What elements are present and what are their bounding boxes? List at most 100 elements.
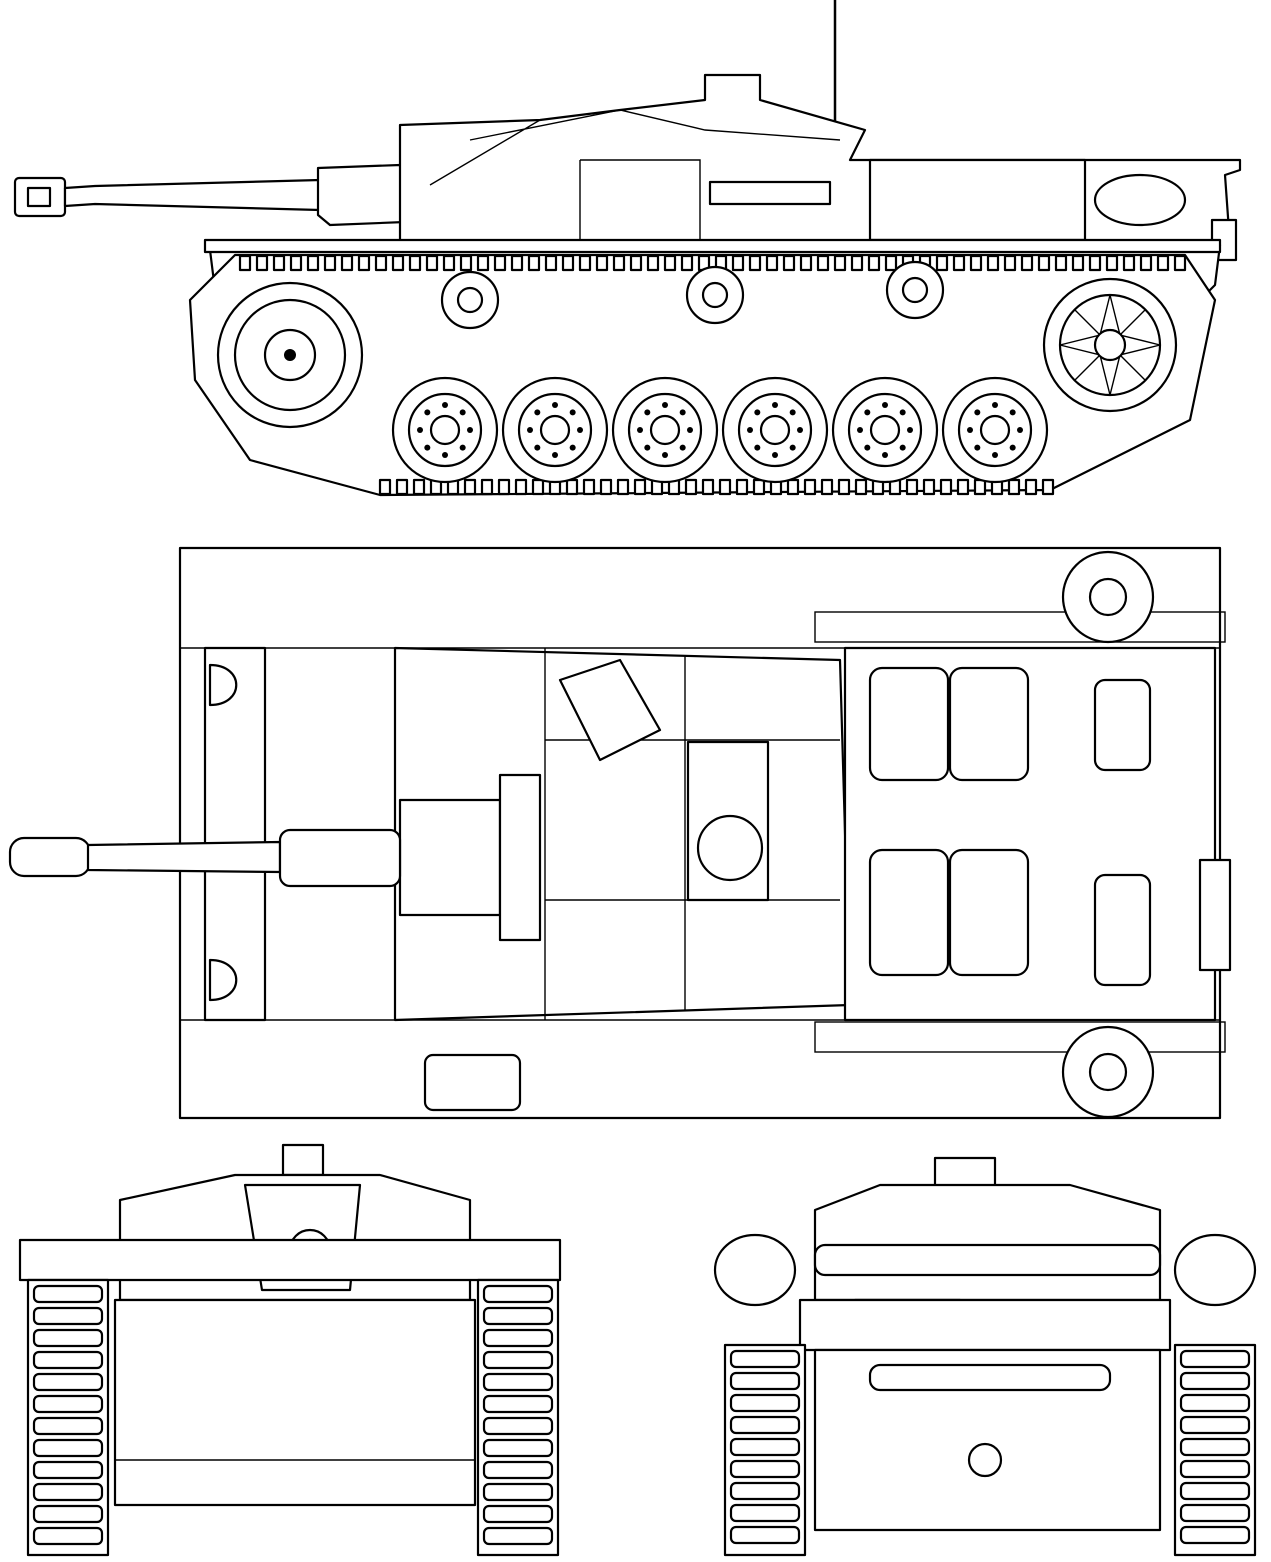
track-link [582,478,596,496]
wheel-bolt [992,452,998,458]
wheel-bolt [974,444,981,451]
track-link [482,1394,554,1414]
track-link [510,254,524,272]
track-link [833,254,847,272]
rear-hatch [1093,678,1152,772]
rear-hatch [1093,873,1152,987]
spare-wheel-hub [1088,577,1128,617]
road-wheel-hub [429,414,461,446]
track-link [357,254,371,272]
track-link [765,254,779,272]
headlight [208,958,238,1002]
track-link [680,254,694,272]
track-link [718,478,732,496]
track-link [482,1416,554,1436]
track-link [973,478,987,496]
gun-mantlet [316,163,407,227]
track-link [952,254,966,272]
track-link [238,254,252,272]
track-link [1156,254,1170,272]
track-link [408,254,422,272]
track-link [323,254,337,272]
track-link [729,1459,801,1479]
recoil-guard [498,773,542,942]
track-link [482,1460,554,1480]
track-link [1122,254,1136,272]
wheel-bolt [459,409,466,416]
track-link [482,1350,554,1370]
wheel-bolt [552,402,558,408]
track-link [867,254,881,272]
track-link [561,254,575,272]
track-link [340,254,354,272]
track-link [272,254,286,272]
track-link [1020,254,1034,272]
track-link [306,254,320,272]
track-link [459,254,473,272]
wheel-bolt [754,409,761,416]
track-link [482,1438,554,1458]
track-link [820,478,834,496]
track-link [527,254,541,272]
track-link [32,1350,104,1370]
wheel-bolt [424,409,431,416]
track-link [565,478,579,496]
wheel-bolt [467,427,473,433]
track-link [425,254,439,272]
track-link [729,1525,801,1545]
track-link [729,1349,801,1369]
track-link [646,254,660,272]
air-intake-grille [814,611,1226,643]
return-roller-hub [901,276,929,304]
loader-hatch [558,658,662,762]
track-link [544,254,558,272]
wheel-bolt [797,427,803,433]
track-link [752,478,766,496]
armor-plate-line [429,109,841,240]
wheel-bolt [442,452,448,458]
return-roller-hub [456,286,484,314]
track-link [969,254,983,272]
track-link [32,1372,104,1392]
track-link [32,1306,104,1326]
wheel-bolt [442,402,448,408]
wheel-bolt [1009,444,1016,451]
track-link [701,478,715,496]
wheel-bolt [1017,427,1023,433]
spare-wheel-side [1093,173,1187,227]
track-link [1179,1371,1251,1391]
wheel-bolt [754,444,761,451]
engine-deck-rear [813,1243,1162,1277]
track-link [514,478,528,496]
wheel-bolt [857,427,863,433]
rear-view [713,1156,1257,1557]
track-link [476,254,490,272]
wheel-bolt [974,409,981,416]
engine-hatch [868,666,950,782]
front-view [18,1143,562,1557]
track-link [32,1438,104,1458]
track-link [32,1504,104,1524]
track-link [32,1394,104,1414]
track-link [786,478,800,496]
wheel-bolt [459,444,466,451]
tail-box [1198,858,1232,972]
track-link [578,254,592,272]
track-link [803,478,817,496]
track-link [729,1371,801,1391]
side-view [13,0,1242,497]
track-link [1088,254,1102,272]
wheel-bolt [417,427,423,433]
hatch-disc [696,814,764,882]
track-link [497,478,511,496]
track-link [1179,1349,1251,1369]
road-wheel-hub [539,414,571,446]
gun-mantlet-top [398,798,502,917]
wheel-bolt [992,402,998,408]
track-link [32,1284,104,1304]
muzzle-brake-port [26,186,52,208]
track-link [729,1415,801,1435]
wheel-bolt [424,444,431,451]
wheel-bolt [772,402,778,408]
